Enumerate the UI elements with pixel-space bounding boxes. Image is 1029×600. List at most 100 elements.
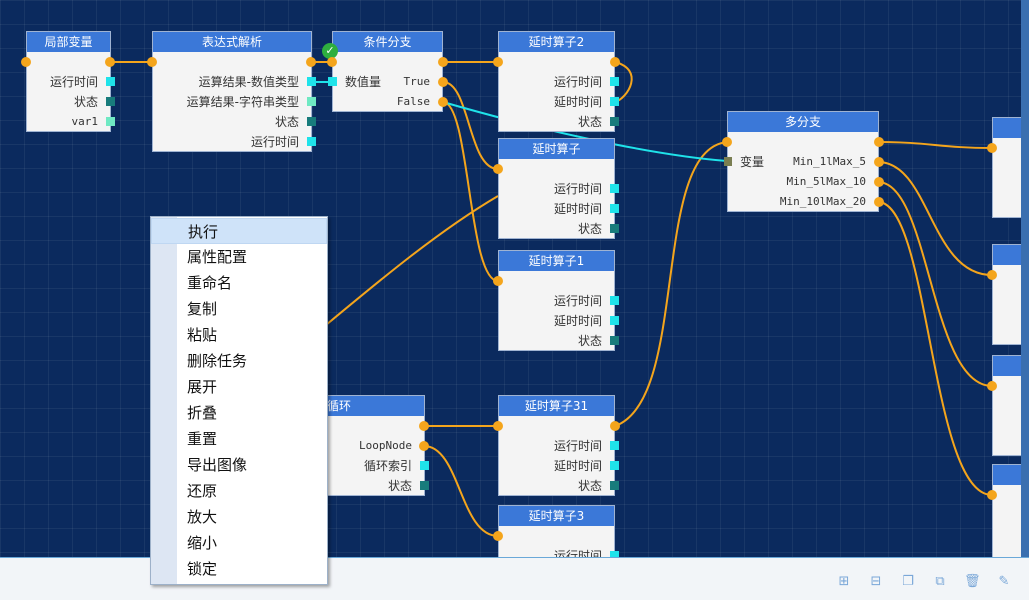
input-port[interactable] — [493, 276, 503, 286]
node-delay-operator[interactable]: 延时算子 运行时间 延时时间 状态 — [498, 138, 615, 239]
wire — [877, 161, 993, 276]
output-port[interactable] — [307, 137, 316, 146]
output-port[interactable] — [610, 296, 619, 305]
layout-icon[interactable]: ⊟ — [870, 574, 882, 589]
node-partial-right[interactable] — [992, 355, 1021, 456]
node-partial-right[interactable] — [992, 244, 1021, 345]
node-title: 循环 — [313, 396, 424, 416]
output-label: 状态 — [577, 334, 602, 348]
input-port[interactable] — [987, 143, 997, 153]
menu-item-delete-task[interactable]: 删除任务 — [187, 352, 248, 370]
input-port[interactable] — [493, 57, 503, 67]
output-port[interactable] — [610, 421, 620, 431]
node-condition-branch[interactable]: 条件分支 数值量 True False — [332, 31, 443, 112]
output-port[interactable] — [438, 97, 448, 107]
input-port[interactable] — [493, 531, 503, 541]
wire — [442, 101, 499, 282]
output-port[interactable] — [610, 336, 619, 345]
input-port[interactable] — [987, 490, 997, 500]
output-port[interactable] — [307, 117, 316, 126]
output-port[interactable] — [419, 421, 429, 431]
input-port[interactable] — [328, 77, 337, 86]
menu-item-copy[interactable]: 复制 — [187, 300, 218, 318]
input-port[interactable] — [987, 381, 997, 391]
output-port[interactable] — [610, 57, 620, 67]
menu-item-collapse[interactable]: 折叠 — [187, 404, 218, 422]
node-title: 延时算子1 — [499, 251, 614, 271]
input-port[interactable] — [327, 57, 337, 67]
input-port[interactable] — [987, 270, 997, 280]
node-partial-right[interactable] — [992, 464, 1021, 557]
output-port[interactable] — [874, 137, 884, 147]
node-loop[interactable]: 循环 LoopNode 循环索引 状态 — [312, 395, 425, 496]
menu-item-paste[interactable]: 粘贴 — [187, 326, 218, 344]
output-port[interactable] — [610, 97, 619, 106]
output-port[interactable] — [610, 441, 619, 450]
menu-item-zoom-in[interactable]: 放大 — [187, 508, 218, 526]
output-port[interactable] — [306, 57, 316, 67]
flow-canvas[interactable]: 局部变量 运行时间 状态 var1 表达式解析 运算结果-数值类型 运算结果-字… — [0, 0, 1021, 557]
output-label: 运行时间 — [553, 294, 602, 308]
output-label: 延时时间 — [553, 202, 602, 216]
output-port[interactable] — [438, 57, 448, 67]
menu-item-expand[interactable]: 展开 — [187, 378, 218, 396]
output-port[interactable] — [610, 316, 619, 325]
wire — [877, 141, 993, 149]
menu-item-restore[interactable]: 还原 — [187, 482, 218, 500]
output-port[interactable] — [874, 157, 884, 167]
output-port[interactable] — [419, 441, 429, 451]
output-port[interactable] — [105, 57, 115, 67]
node-delay-operator-3[interactable]: 延时算子3 运行时间 — [498, 505, 615, 557]
menu-gutter — [151, 217, 177, 584]
input-port[interactable] — [722, 137, 732, 147]
menu-item-zoom-out[interactable]: 缩小 — [187, 534, 218, 552]
menu-item-reset[interactable]: 重置 — [187, 430, 218, 448]
copy-icon[interactable]: ❐ — [902, 574, 914, 589]
output-port[interactable] — [307, 97, 316, 106]
menu-item-export-image[interactable]: 导出图像 — [187, 456, 248, 474]
output-port[interactable] — [106, 77, 115, 86]
delete-icon[interactable]: 🗑 — [964, 574, 981, 589]
output-port[interactable] — [610, 481, 619, 490]
menu-item-rename[interactable]: 重命名 — [187, 274, 233, 292]
menu-item-properties[interactable]: 属性配置 — [187, 248, 248, 266]
output-port[interactable] — [420, 481, 429, 490]
output-port[interactable] — [874, 177, 884, 187]
clear-icon[interactable]: ✎ — [998, 574, 1010, 589]
output-port[interactable] — [438, 77, 448, 87]
canvas-edge — [1021, 0, 1029, 557]
output-port[interactable] — [610, 551, 619, 557]
output-port[interactable] — [420, 461, 429, 470]
output-port[interactable] — [106, 97, 115, 106]
node-multi-branch[interactable]: 多分支 变量 Min_1lMax_5 Min_5lMax_10 Min_10lM… — [727, 111, 879, 212]
output-port[interactable] — [610, 77, 619, 86]
output-port[interactable] — [610, 117, 619, 126]
duplicate-icon[interactable]: ⧉ — [935, 574, 945, 589]
output-port[interactable] — [610, 204, 619, 213]
output-label: 运行时间 — [49, 75, 98, 89]
output-port[interactable] — [610, 184, 619, 193]
input-port[interactable] — [493, 421, 503, 431]
input-port[interactable] — [147, 57, 157, 67]
input-port[interactable] — [724, 157, 732, 166]
output-label: True — [403, 75, 431, 88]
output-port[interactable] — [610, 224, 619, 233]
node-delay-operator-1[interactable]: 延时算子1 运行时间 延时时间 状态 — [498, 250, 615, 351]
align-icon[interactable]: ⊞ — [838, 574, 850, 589]
menu-item-execute[interactable]: 执行 — [151, 218, 327, 244]
output-port[interactable] — [874, 197, 884, 207]
input-port[interactable] — [493, 164, 503, 174]
node-expression-parse[interactable]: 表达式解析 运算结果-数值类型 运算结果-字符串类型 状态 运行时间 — [152, 31, 312, 152]
output-port[interactable] — [307, 77, 316, 86]
node-delay-operator-2[interactable]: 延时算子2 运行时间 延时时间 状态 — [498, 31, 615, 132]
menu-item-lock[interactable]: 锁定 — [187, 560, 218, 578]
wire — [423, 445, 499, 537]
output-label: Min_10lMax_20 — [779, 195, 866, 208]
output-port[interactable] — [610, 461, 619, 470]
output-port[interactable] — [106, 117, 115, 126]
wire — [614, 141, 728, 427]
node-delay-operator-31[interactable]: 延时算子31 运行时间 延时时间 状态 — [498, 395, 615, 496]
node-partial-right[interactable] — [992, 117, 1021, 218]
input-port[interactable] — [21, 57, 31, 67]
node-local-variable[interactable]: 局部变量 运行时间 状态 var1 — [26, 31, 111, 132]
